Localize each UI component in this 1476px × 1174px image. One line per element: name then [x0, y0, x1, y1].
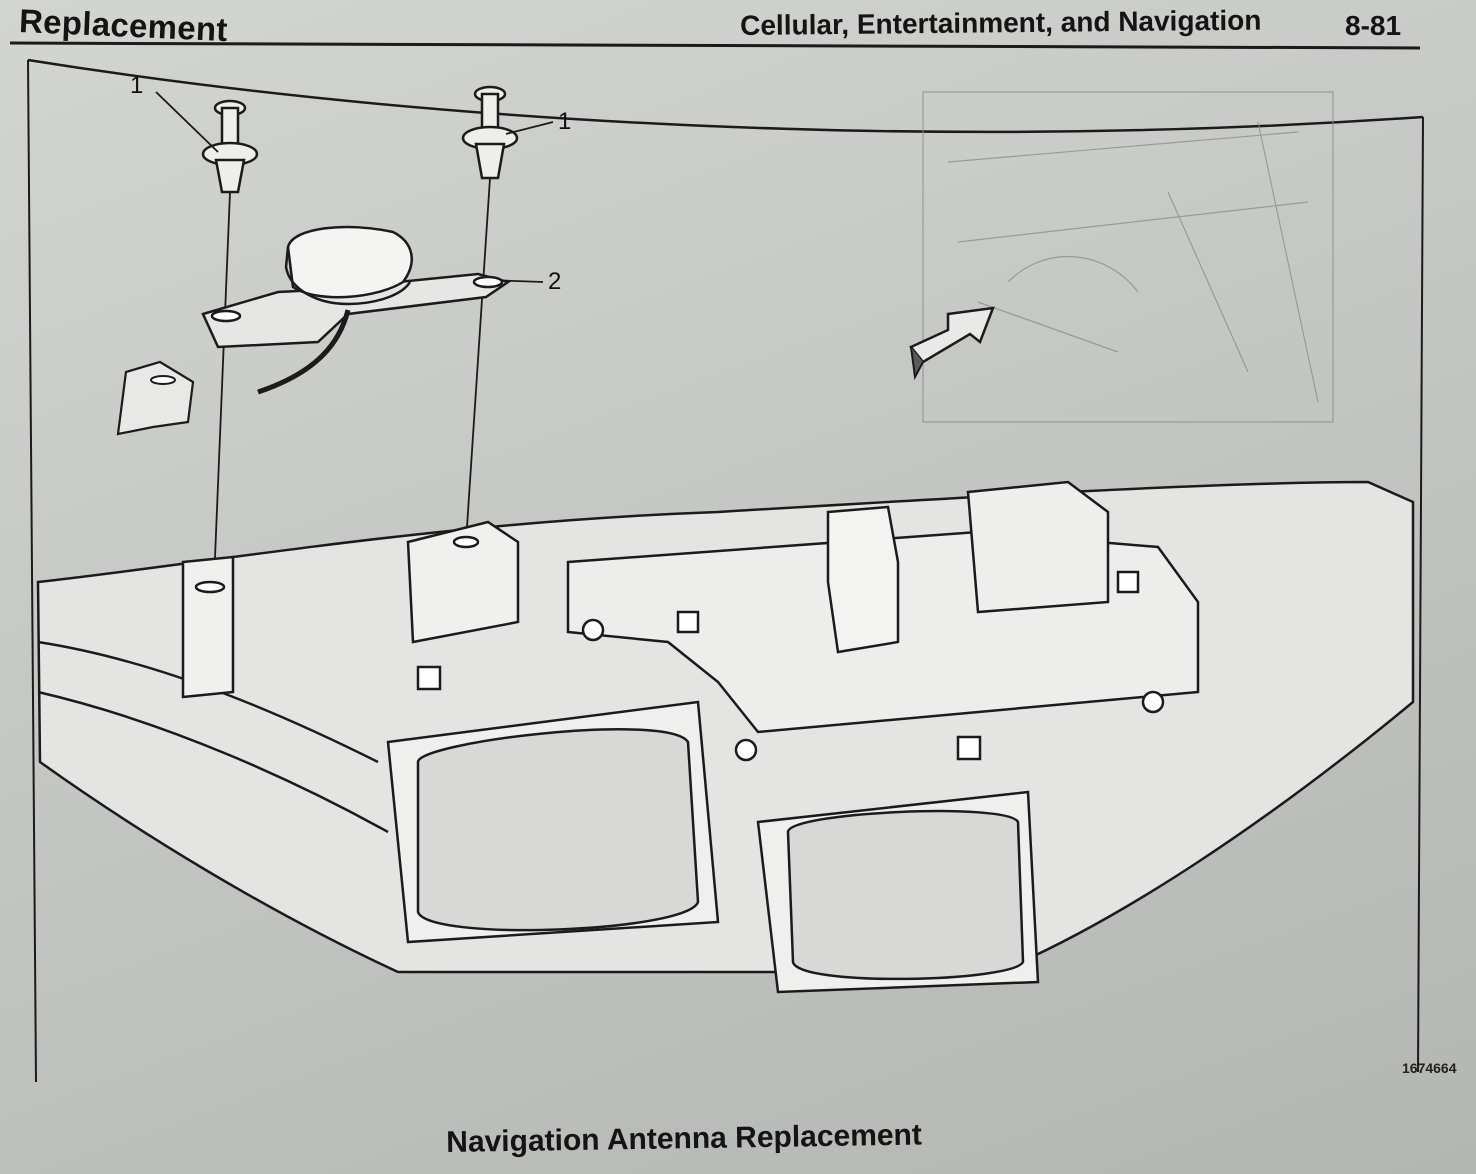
push-pin-retainer-left — [201, 99, 259, 194]
alignment-line-left — [213, 191, 231, 583]
frame-top-curve — [27, 58, 1424, 134]
chapter-title: Cellular, Entertainment, and Navigation — [740, 4, 1262, 41]
navigation-antenna — [201, 225, 511, 395]
direction-arrow — [909, 306, 995, 381]
inset-view — [922, 91, 1334, 423]
line-drawing — [27, 58, 1424, 1083]
push-pin-retainer-right — [461, 85, 519, 180]
leader-line-1a — [155, 91, 219, 153]
figure-id: 1674664 — [1402, 1060, 1457, 1076]
frame-right — [1417, 116, 1424, 1073]
figure-caption: Navigation Antenna Replacement — [446, 1118, 923, 1159]
callout-1-right: 1 — [558, 108, 572, 135]
bracket-hole — [150, 375, 176, 385]
callout-1-left: 1 — [130, 72, 144, 99]
mounting-bracket — [116, 360, 195, 436]
antenna-illustration: 1 1 2 — [18, 42, 1438, 1087]
instrument-panel-assembly — [36, 480, 1415, 994]
callout-2: 2 — [548, 268, 562, 295]
alignment-line-right — [465, 177, 491, 543]
page-number: 8-81 — [1345, 10, 1402, 41]
frame-left — [27, 59, 37, 1083]
running-header: Replacement Cellular, Entertainment, and… — [0, 0, 1476, 60]
leader-line-1b — [505, 121, 554, 135]
